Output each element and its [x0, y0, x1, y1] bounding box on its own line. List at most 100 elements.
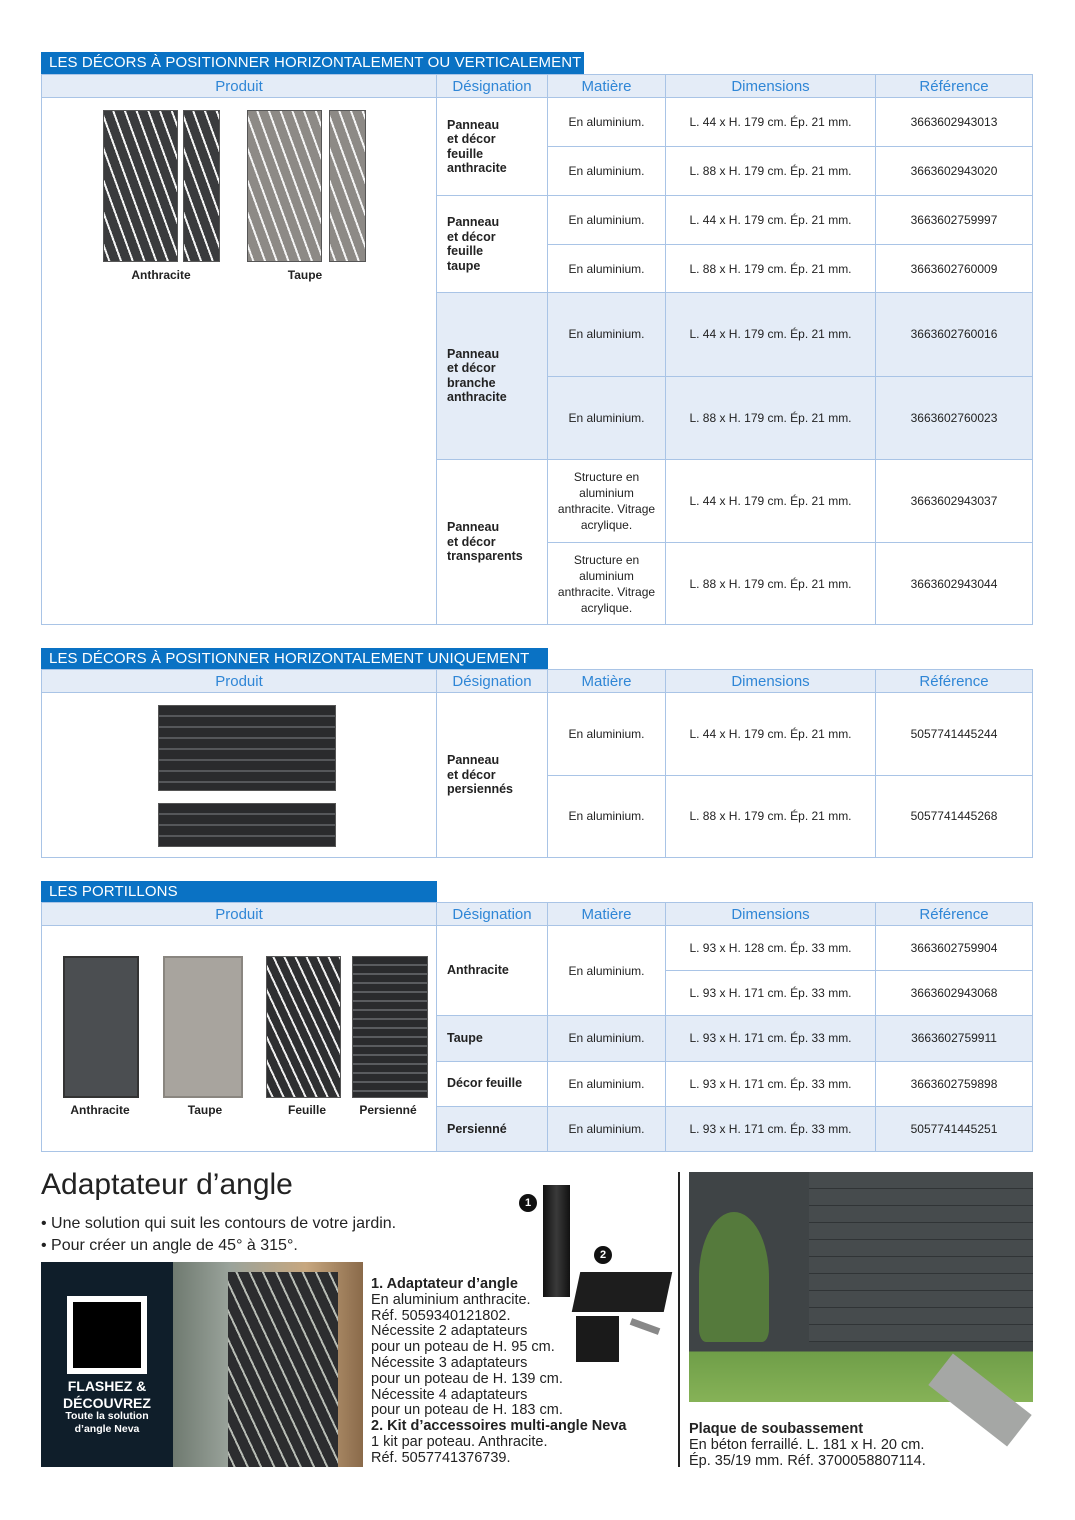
matiere-cell: Structure en aluminium anthracite. Vitra…	[547, 458, 666, 544]
reference-cell: 3663602759904	[875, 924, 1033, 972]
divider	[678, 1172, 680, 1467]
matiere-cell: En aluminium.	[547, 1060, 666, 1107]
dimensions-cell: L. 93 x H. 171 cm. Ép. 33 mm.	[665, 1015, 876, 1062]
column-header-produit: Produit	[41, 669, 437, 693]
description-line: 2. Kit d’accessoires multi-angle Neva	[371, 1418, 627, 1435]
column-header-dimensions: Dimensions	[665, 669, 876, 693]
dimensions-cell: L. 93 x H. 128 cm. Ép. 33 mm.	[665, 924, 876, 972]
dimensions-cell: L. 44 x H. 179 cm. Ép. 21 mm.	[665, 458, 876, 544]
reference-cell: 3663602943020	[875, 146, 1033, 196]
kit-cap-image	[576, 1316, 619, 1362]
column-header-dimensions: Dimensions	[665, 74, 876, 98]
column-header-reference: Référence	[875, 902, 1033, 926]
reference-cell: 3663602759911	[875, 1015, 1033, 1062]
matiere-cell: En aluminium.	[547, 244, 666, 294]
matiere-cell: En aluminium.	[547, 1105, 666, 1153]
description-line: Réf. 5059340121802.	[371, 1307, 511, 1324]
designation-cell: Panneau et décor transparents	[436, 458, 548, 626]
description-line: pour un poteau de H. 95 cm.	[371, 1339, 555, 1356]
qr-code-icon[interactable]	[67, 1296, 147, 1374]
angle-installation-photo	[173, 1262, 363, 1467]
product-label: Taupe	[287, 268, 323, 282]
matiere-cell: Structure en aluminium anthracite. Vitra…	[547, 542, 666, 625]
section-title: LES PORTILLONS	[41, 881, 437, 903]
column-header-reference: Référence	[875, 669, 1033, 693]
designation-cell: Panneau et décor persiennés	[436, 692, 548, 858]
product-image	[63, 956, 139, 1098]
matiere-cell: En aluminium.	[547, 146, 666, 196]
reference-cell: 3663602943044	[875, 542, 1033, 625]
reference-cell: 5057741445251	[875, 1105, 1033, 1153]
description-line: Nécessite 3 adaptateurs	[371, 1354, 528, 1371]
product-label: Feuille	[287, 1103, 327, 1117]
description-line: En aluminium anthracite.	[371, 1291, 531, 1308]
product-image	[266, 956, 341, 1098]
product-image	[329, 110, 366, 262]
fence-photo	[689, 1172, 1033, 1402]
qr-headline: FLASHEZ &DÉCOUVREZ	[63, 1378, 151, 1411]
reference-cell: 5057741445244	[875, 692, 1033, 776]
dimensions-cell: L. 93 x H. 171 cm. Ép. 33 mm.	[665, 1105, 876, 1153]
product-label: Persienné	[359, 1103, 417, 1117]
product-label: Taupe	[187, 1103, 223, 1117]
column-header-produit: Produit	[41, 74, 437, 98]
reference-cell: 3663602759997	[875, 194, 1033, 246]
dimensions-cell: L. 44 x H. 179 cm. Ép. 21 mm.	[665, 97, 876, 147]
column-header-dimensions: Dimensions	[665, 902, 876, 926]
product-images	[46, 693, 432, 857]
table-row: En aluminium.L. 88 x H. 179 cm. Ép. 21 m…	[42, 146, 1033, 196]
designation-cell: Anthracite	[436, 924, 548, 1017]
matiere-cell: En aluminium.	[547, 97, 666, 147]
matiere-cell: En aluminium.	[547, 1015, 666, 1062]
kit-bracket-image	[629, 1318, 661, 1335]
description-line: Nécessite 4 adaptateurs	[371, 1386, 528, 1403]
reference-cell: 3663602943068	[875, 970, 1033, 1017]
table-row: Persienné En aluminium.L. 93 x H. 171 cm.…	[42, 1105, 1033, 1153]
table-row: Structure en aluminium anthracite. Vitra…	[42, 542, 1033, 625]
section-title: LES DÉCORS À POSITIONNER HORIZONTALEMENT…	[41, 648, 548, 670]
column-header-produit: Produit	[41, 902, 437, 926]
table-row: En aluminium.L. 88 x H. 179 cm. Ép. 21 m…	[42, 375, 1033, 460]
reference-cell: 3663602943037	[875, 458, 1033, 544]
dimensions-cell: L. 93 x H. 171 cm. Ép. 33 mm.	[665, 1060, 876, 1107]
designation-cell: Panneau et décor branche anthracite	[436, 292, 548, 460]
product-label: Anthracite	[131, 268, 191, 282]
matiere-cell: En aluminium.	[547, 774, 666, 858]
table-row: En aluminium.L. 88 x H. 179 cm. Ép. 21 m…	[42, 774, 1033, 858]
matiere-cell: En aluminium.	[547, 292, 666, 377]
section-title: LES DÉCORS À POSITIONNER HORIZONTALEMENT…	[41, 52, 584, 74]
dimensions-cell: L. 88 x H. 179 cm. Ép. 21 mm.	[665, 244, 876, 294]
description-line: 1 kit par poteau. Anthracite.	[371, 1433, 548, 1450]
description-line: pour un poteau de H. 139 cm.	[371, 1370, 563, 1387]
angle-adapter-image	[543, 1185, 570, 1297]
plaque-description: Plaque de soubassement En béton ferraill…	[689, 1421, 926, 1469]
product-image-cell: Anthracite Taupe	[41, 97, 437, 625]
column-header-reference: Référence	[875, 74, 1033, 98]
dimensions-cell: L. 88 x H. 179 cm. Ép. 21 mm.	[665, 542, 876, 625]
description-line: Nécessite 2 adaptateurs	[371, 1323, 528, 1340]
dimensions-cell: L. 88 x H. 179 cm. Ép. 21 mm.	[665, 146, 876, 196]
product-image	[158, 803, 336, 847]
product-image	[163, 956, 243, 1098]
product-image	[158, 705, 336, 791]
badge-1: 1	[519, 1194, 537, 1212]
product-image	[247, 110, 322, 262]
dimensions-cell: L. 88 x H. 179 cm. Ép. 21 mm.	[665, 375, 876, 460]
table-row: L. 93 x H. 171 cm. Ép. 33 mm.36636029430…	[42, 970, 1033, 1017]
description-line: Réf. 5057741376739.	[371, 1449, 511, 1466]
reference-cell: 5057741445268	[875, 774, 1033, 858]
reference-cell: 3663602759898	[875, 1060, 1033, 1107]
column-header-matiere: Matière	[547, 669, 666, 693]
product-image	[103, 110, 178, 262]
